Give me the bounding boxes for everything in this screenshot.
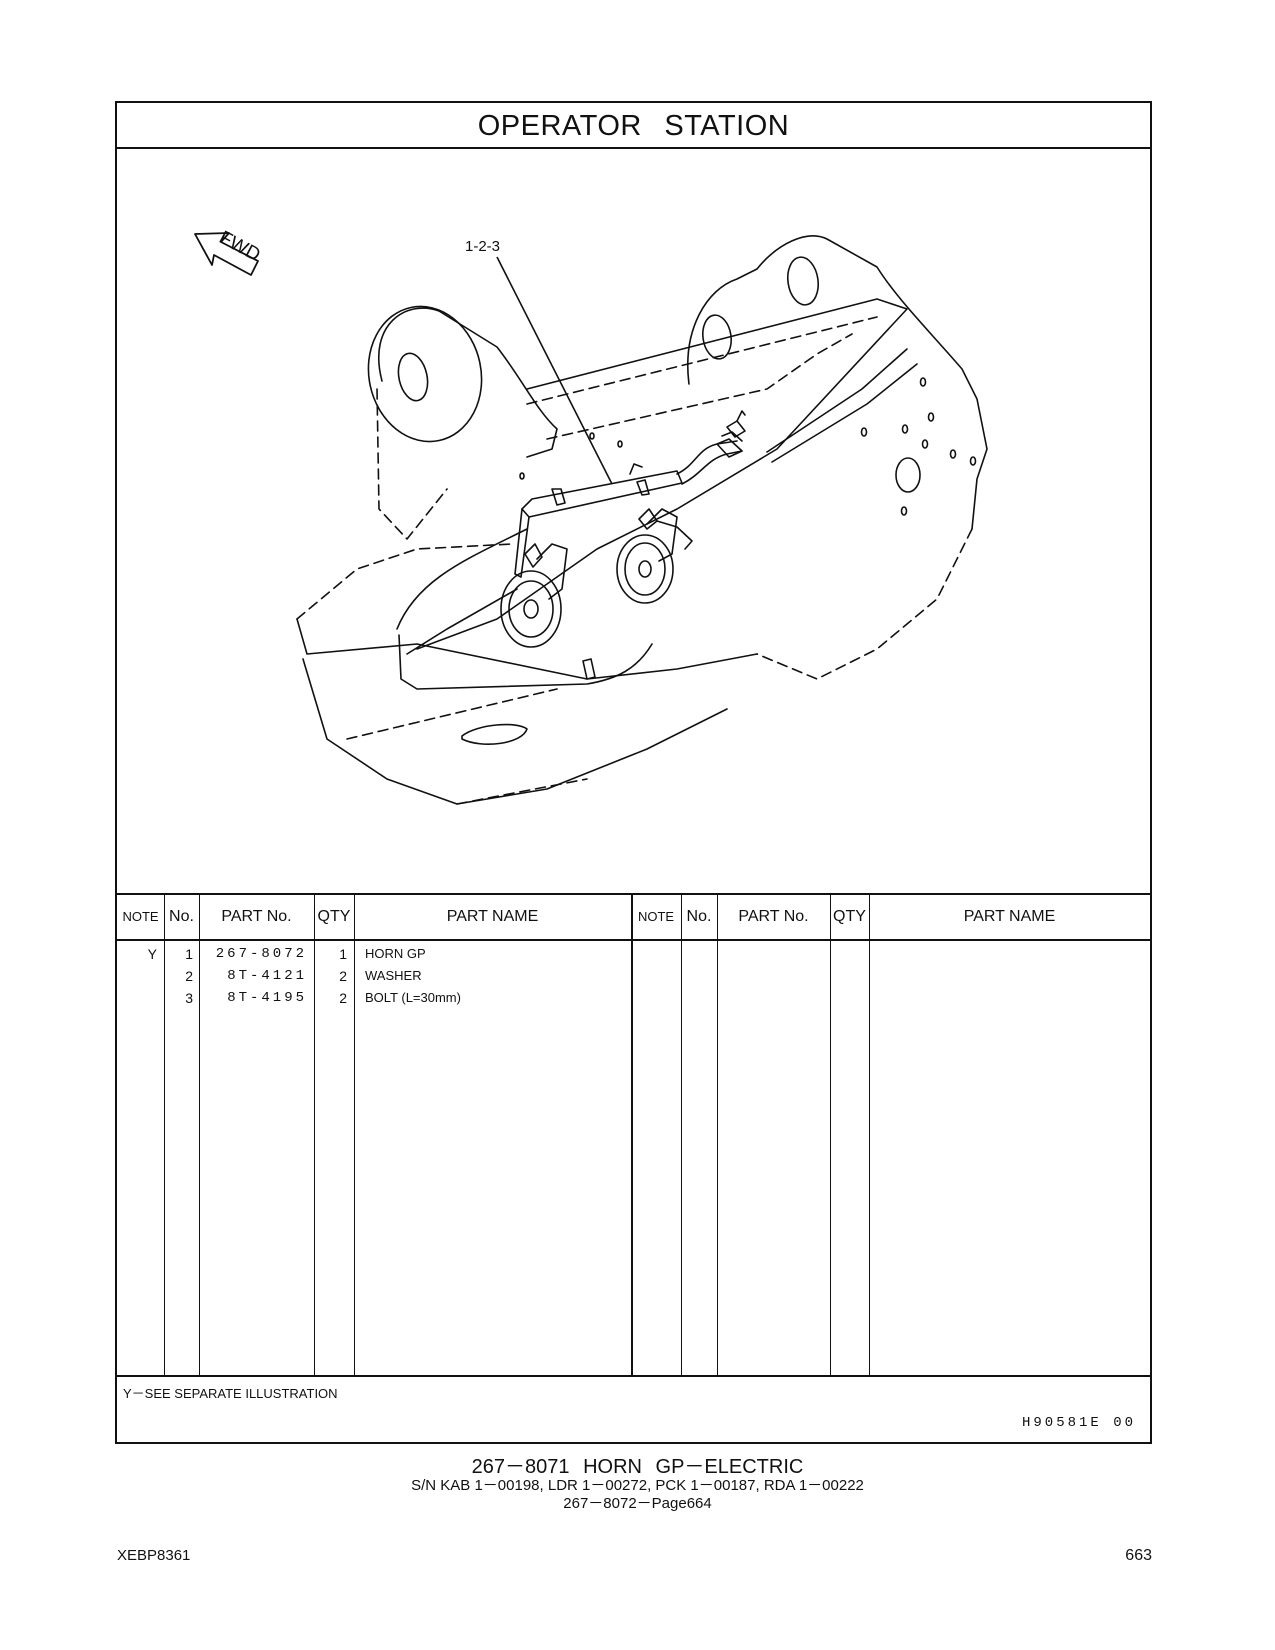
caption-main: 267－8071 HORN GP－ELECTRIC bbox=[471, 1456, 804, 1478]
parts-frame: OPERATOR STATION FWD bbox=[115, 101, 1152, 1444]
row-part-name: BOLT (L=30mm) bbox=[365, 990, 461, 1005]
header-no: No. bbox=[169, 908, 194, 925]
header-note: NOTE bbox=[122, 909, 159, 924]
row-part-no: 8T-4121 bbox=[227, 968, 307, 984]
row-no: 2 bbox=[185, 968, 193, 984]
row-part-no: 8T-4195 bbox=[227, 990, 307, 1006]
caption-reference: 267－8072－Page664 bbox=[563, 1495, 712, 1512]
row-no: 3 bbox=[185, 990, 193, 1006]
header-part-name: PART NAME bbox=[446, 908, 539, 925]
header-part-no-right: PART No. bbox=[738, 908, 809, 925]
row-qty: 2 bbox=[339, 990, 347, 1006]
header-part-no: PART No. bbox=[221, 908, 292, 925]
frame-drawing: FWD bbox=[194, 227, 988, 805]
header-qty: QTY bbox=[317, 908, 351, 925]
doc-id: XEBP8361 bbox=[117, 1547, 191, 1564]
row-no: 1 bbox=[185, 946, 193, 962]
row-part-name: HORN GP bbox=[365, 946, 426, 961]
header-part-name-right: PART NAME bbox=[963, 908, 1056, 925]
table-row: 2 8T-4121 2 WASHER bbox=[117, 965, 1150, 987]
parts-table: NOTE No. PART No. QTY PART NAME NOTE No.… bbox=[117, 893, 1150, 1377]
caption-serials: S/N KAB 1－00198, LDR 1－00272, PCK 1－0018… bbox=[411, 1477, 864, 1494]
row-part-no: 267-8072 bbox=[215, 946, 307, 962]
header-note-right: NOTE bbox=[637, 909, 675, 924]
table-row: Y 1 267-8072 1 HORN GP bbox=[117, 943, 1150, 965]
illustration-code: H90581E 00 bbox=[1021, 1415, 1136, 1431]
header-qty-right: QTY bbox=[833, 908, 866, 925]
footnote: Y－SEE SEPARATE ILLUSTRATION bbox=[123, 1386, 338, 1401]
callout-label: 1-2-3 bbox=[465, 238, 500, 255]
row-qty: 1 bbox=[339, 946, 347, 962]
page-number: 663 bbox=[1125, 1547, 1152, 1564]
row-qty: 2 bbox=[339, 968, 347, 984]
row-note: Y bbox=[147, 946, 157, 962]
page-title: OPERATOR STATION bbox=[117, 103, 1150, 149]
table-row: 3 8T-4195 2 BOLT (L=30mm) bbox=[117, 987, 1150, 1009]
row-part-name: WASHER bbox=[365, 968, 422, 983]
fwd-arrow-icon: FWD bbox=[194, 227, 264, 276]
header-no-right: No. bbox=[686, 908, 712, 925]
parts-illustration: FWD bbox=[117, 149, 1150, 893]
